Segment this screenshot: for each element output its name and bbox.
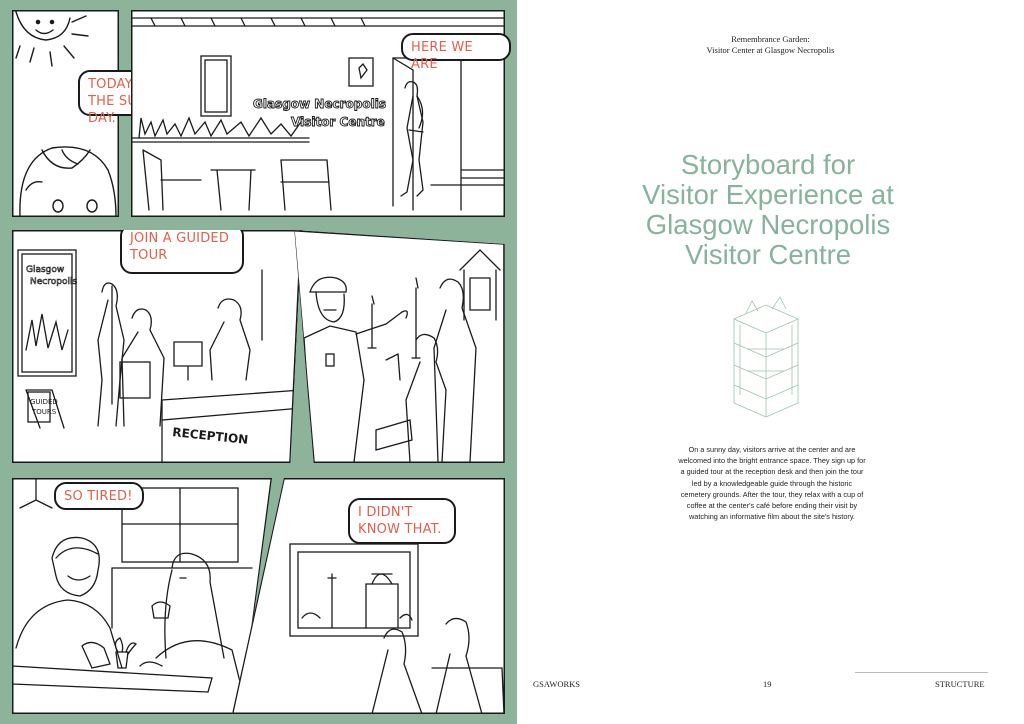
bubble-text: JOIN A GUIDED TOUR [130,231,230,263]
comic-panel-guided-tour [294,230,505,463]
easel-sign-text: GUIDED TOURS [30,398,60,416]
visitor-centre-entrance-drawing: Glasgow Necropolis Visitor Centre [131,10,505,217]
footer-divider [855,672,988,673]
title-line: Visitor Experience at [642,179,894,210]
bubble-text: I DIDN'T KNOW THAT. [358,505,442,537]
comic-panel-arrival: Glasgow Necropolis Visitor Centre HERE W… [131,10,511,217]
speech-bubble-so-tired: SO TIRED! [54,482,144,510]
title-line: Glasgow Necropolis [645,209,891,240]
comic-panel-film: I DIDN'T KNOW THAT. [232,478,505,714]
poster-title-text: Glasgow Necropolis [26,265,77,287]
reception-desk-drawing: Glasgow Necropolis GUIDED TOURS RECEPTIO… [12,230,302,463]
film-screening-drawing [232,478,505,714]
reception-sign-text: RECEPTION [172,425,249,447]
cafe-drawing [12,478,272,714]
page-number: 19 [763,679,772,689]
speech-bubble-didnt-know: I DIDN'T KNOW THAT. [348,498,456,544]
building-structure-illustration [733,296,799,418]
sunny-day-drawing [12,10,119,217]
comic-panel-reception: Glasgow Necropolis GUIDED TOURS RECEPTIO… [12,230,302,463]
speech-bubble-guided-tour: JOIN A GUIDED TOUR [120,230,244,274]
page-title: Storyboard for Visitor Experience at Gla… [517,150,1019,270]
bubble-text: SO TIRED! [64,489,133,504]
footer-right-label: STRUCTURE [935,679,985,689]
title-line: Storyboard for [680,149,856,180]
speech-bubble-here-we-are: HERE WE ARE [401,33,511,72]
running-head-line2: Visitor Center at Glasgow Necropolis [706,45,835,55]
bubble-text: HERE WE ARE [411,40,473,72]
storyboard-description: On a sunny day, visitors arrive at the c… [678,445,866,522]
title-line: Visitor Centre [684,239,852,270]
text-page: Remembrance Garden: Visitor Center at Gl… [517,0,1024,724]
footer-left-label: GSAWORKS [533,679,581,689]
running-head: Remembrance Garden: Visitor Center at Gl… [517,34,1024,56]
comic-page: TODAY IS THE SUNNY DAY. [0,0,517,724]
window-sign-text: Glasgow Necropolis Visitor Centre [253,97,390,129]
comic-panel-sunny-day: TODAY IS THE SUNNY DAY. [12,10,186,217]
running-head-line1: Remembrance Garden: [731,34,810,44]
tour-guide-drawing [294,230,505,463]
comic-panel-cafe: SO TIRED! [12,478,272,714]
